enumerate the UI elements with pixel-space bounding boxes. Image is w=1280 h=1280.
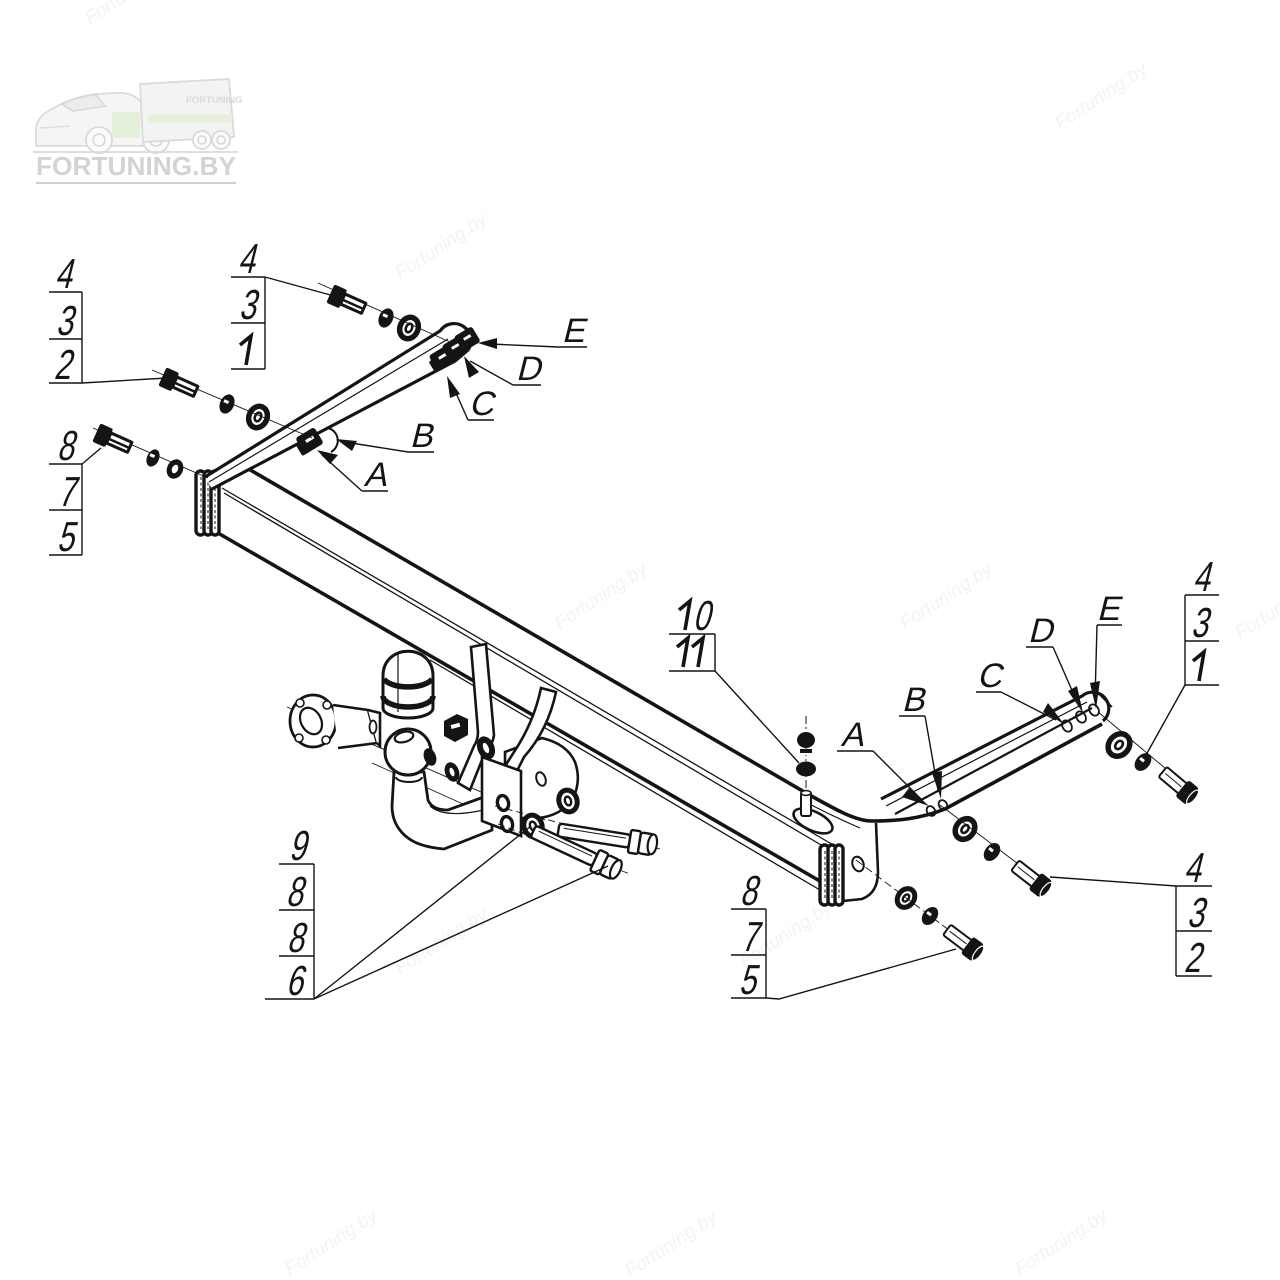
svg-text:FORTUNING.BY: FORTUNING.BY [36, 151, 236, 181]
svg-text:FORTUNING: FORTUNING [186, 95, 242, 106]
